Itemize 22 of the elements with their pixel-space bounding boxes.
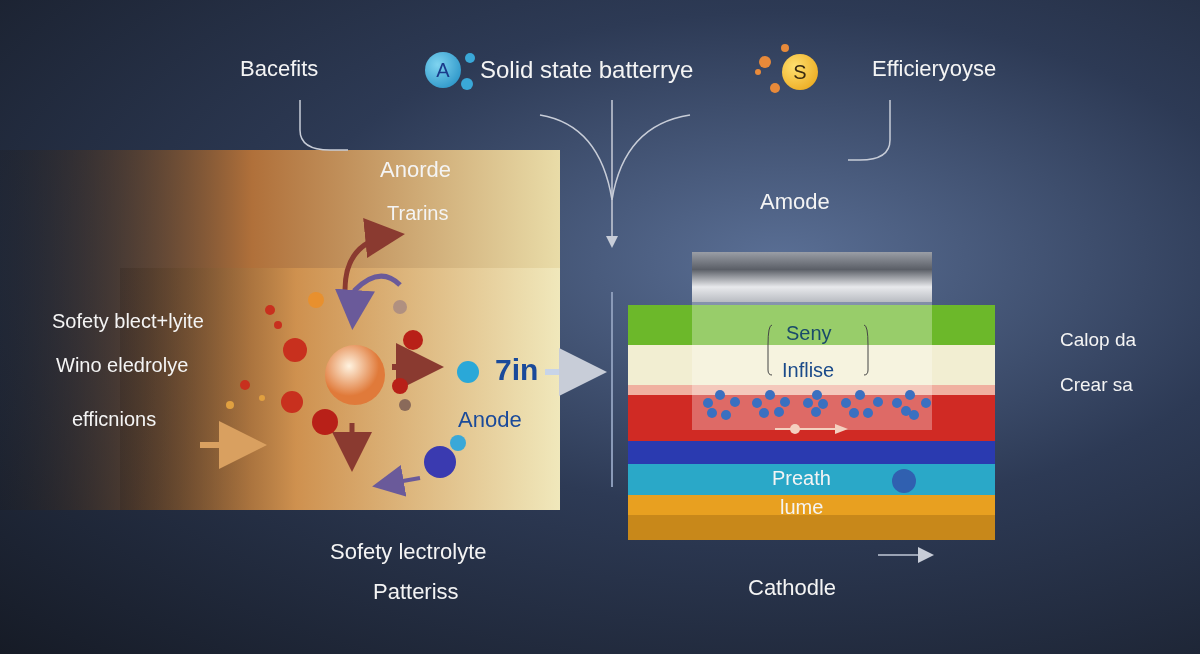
caption-text: 7in <box>495 353 539 386</box>
caption-text: lume <box>780 496 824 518</box>
caption-text: Seny <box>786 322 832 344</box>
caption-text: Preath <box>772 467 831 489</box>
caption-text: Sofety lectrolyte <box>330 540 487 565</box>
title: Solid state batterrye <box>480 57 694 84</box>
caption-text: Cathodle <box>748 576 837 601</box>
caption-text: Crear sa <box>1060 375 1133 396</box>
caption-text: Anode <box>458 408 522 433</box>
letter-badge: S <box>782 54 818 90</box>
caption-text: Calop da <box>1060 330 1137 351</box>
caption-text: Sofety blect+lyite <box>52 310 204 332</box>
caption-text: Bacefits <box>240 57 319 82</box>
caption-text: Efficieryoyse <box>872 57 997 82</box>
caption-text: Anorde <box>380 158 451 183</box>
caption-text: Inflise <box>782 359 835 381</box>
caption-text: Trarins <box>387 202 449 224</box>
caption-text: Patteriss <box>373 580 459 605</box>
caption-text: Amode <box>760 190 830 215</box>
caption-text: Wino eledrolye <box>56 354 189 376</box>
caption-text: efficnions <box>72 408 157 430</box>
letter-badge: A <box>425 52 461 88</box>
